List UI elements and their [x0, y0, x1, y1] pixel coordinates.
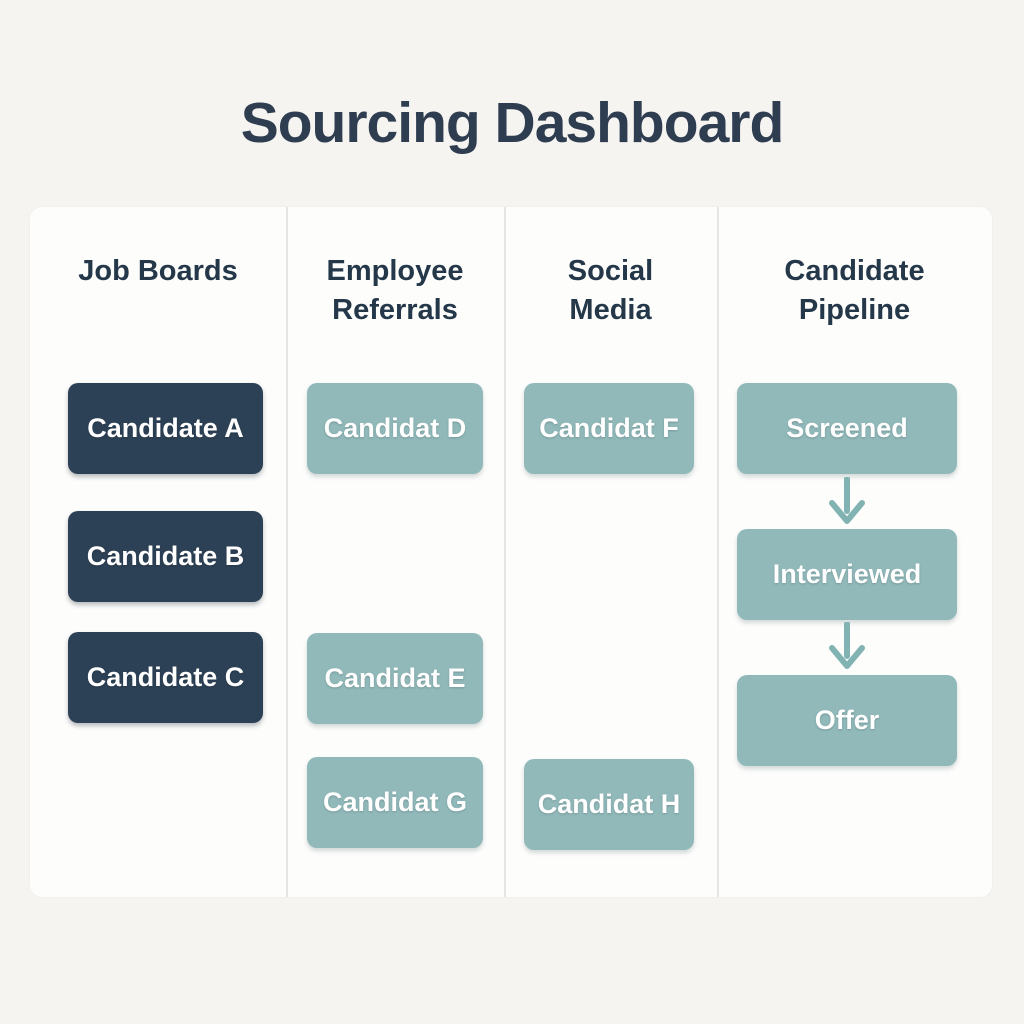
candidate-card-e[interactable]: Candidat E: [307, 633, 483, 724]
down-arrow-icon: [829, 477, 865, 524]
candidate-card-b[interactable]: Candidate B: [68, 511, 263, 602]
column-header-label: Employee Referrals: [326, 255, 464, 326]
candidate-card-h[interactable]: Candidat H: [524, 759, 694, 850]
column-header-candidate-pipeline: Candidate Pipeline: [717, 252, 992, 330]
candidate-card-f[interactable]: Candidat F: [524, 383, 694, 474]
column-header-job-boards: Job Boards: [30, 252, 286, 291]
candidate-card-d[interactable]: Candidat D: [307, 383, 483, 474]
column-header-employee-referrals: Employee Referrals: [286, 252, 504, 330]
candidate-card-g[interactable]: Candidat G: [307, 757, 483, 848]
column-divider: [286, 207, 288, 897]
down-arrow-icon: [829, 622, 865, 669]
column-header-social-media: Social Media: [504, 252, 717, 330]
page-title: Sourcing Dashboard: [240, 91, 785, 155]
pipeline-stage-screened[interactable]: Screened: [737, 383, 957, 474]
column-header-label: Social Media: [567, 255, 654, 326]
column-divider: [504, 207, 506, 897]
pipeline-stage-interviewed[interactable]: Interviewed: [737, 529, 957, 620]
column-header-label: Candidate Pipeline: [784, 255, 925, 326]
candidate-card-c[interactable]: Candidate C: [68, 632, 263, 723]
column-header-label: Job Boards: [78, 255, 238, 287]
candidate-card-a[interactable]: Candidate A: [68, 383, 263, 474]
pipeline-stage-offer[interactable]: Offer: [737, 675, 957, 766]
column-divider: [717, 207, 719, 897]
